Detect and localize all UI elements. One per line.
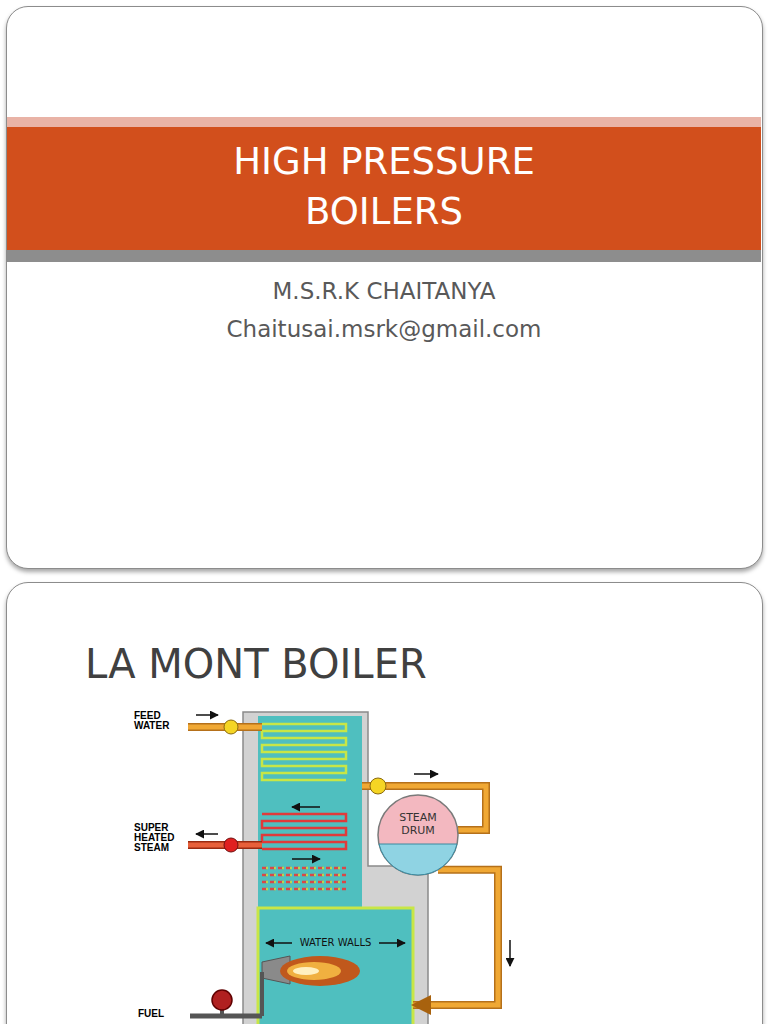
- title-band: [7, 117, 761, 262]
- flow-arrow: [196, 715, 510, 966]
- steam-pipe: [224, 838, 238, 852]
- pipe-label: FUEL: [138, 1008, 186, 1019]
- water-walls: WATER WALLS: [258, 908, 413, 1024]
- water-wall-box: [258, 908, 413, 1024]
- fuel-pump: [190, 972, 262, 1016]
- title-band: [7, 250, 761, 262]
- economiser-coil: [262, 724, 346, 780]
- superheater-coil: [262, 814, 346, 849]
- slide-heading: LA MONT BOILER: [85, 640, 645, 688]
- riser-pipe: [370, 778, 386, 794]
- flow-arrow: [379, 942, 405, 944]
- title-band: [7, 117, 761, 127]
- burner-flame: [262, 956, 360, 986]
- pipe-outline: [413, 870, 498, 1005]
- downcomer-pipe: [413, 870, 498, 1005]
- fuel-pump: [212, 990, 232, 1010]
- flow-arrow: [509, 940, 511, 966]
- pipe-label: SUPER HEATED STEAM: [134, 823, 182, 853]
- author-email: Chaitusai.msrk@gmail.com: [0, 314, 768, 344]
- furnace-wall: [258, 716, 362, 912]
- node-label: WATER WALLS: [258, 908, 413, 949]
- pipe-label: FEED WATER: [134, 711, 182, 731]
- drum-water: [379, 844, 457, 875]
- steam-pipe: [188, 838, 262, 852]
- flow-arrow: [292, 806, 320, 808]
- flow-arrow: [196, 833, 218, 835]
- fuel-pump: [260, 972, 264, 1016]
- burner-flame: [293, 967, 319, 975]
- author-name: M.S.R.K CHAITANYA: [0, 276, 768, 306]
- pipe-core: [413, 870, 498, 1005]
- water-wall-box: [258, 908, 413, 1024]
- flow-arrow: [292, 858, 320, 860]
- steam-drum: STEAM DRUM: [376, 793, 460, 877]
- burner-flame: [287, 962, 341, 980]
- title-band: [7, 127, 761, 250]
- node-label: STEAM DRUM: [387, 793, 449, 837]
- flow-arrow: [266, 942, 292, 944]
- evaporator-coil: [262, 868, 346, 889]
- evaporator-coil: [266, 868, 346, 889]
- burner-flame: [280, 956, 360, 986]
- fuel-pump: [190, 1014, 262, 1019]
- feed-pipe: [224, 720, 238, 734]
- evaporator-coil: [262, 868, 346, 889]
- slide-title: HIGH PRESSURE BOILERS: [194, 137, 574, 237]
- feed-pipe: [188, 720, 262, 734]
- flow-arrow: [196, 714, 218, 716]
- flow-arrow: [414, 773, 438, 775]
